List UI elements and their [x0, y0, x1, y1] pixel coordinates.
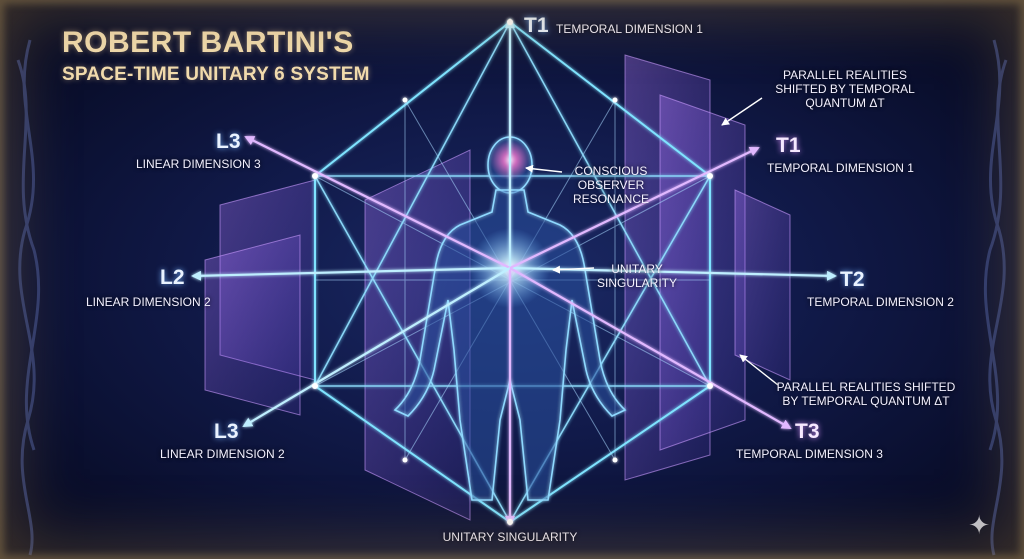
axis-label-t1-right: TEMPORAL DIMENSION 1 — [767, 161, 914, 175]
axis-label-t1-top: TEMPORAL DIMENSION 1 — [556, 22, 703, 36]
axis-symbol-l2: L2 — [160, 266, 185, 289]
right-vine-decoration — [983, 39, 1008, 556]
annotation-parallel-realities-bottom: PARALLEL REALITIES SHIFTED BY TEMPORAL Q… — [776, 380, 956, 408]
annotation-unitary-singularity: UNITARY SINGULARITY — [596, 262, 677, 290]
axis-label-t3: TEMPORAL DIMENSION 3 — [736, 447, 883, 461]
axis-l2 — [191, 266, 511, 281]
axis-symbol-t1-right: T1 — [776, 134, 801, 157]
pointer-parallel-bottom — [739, 354, 779, 386]
annotation-pointers — [525, 97, 779, 386]
axis-l3-lower — [242, 267, 511, 428]
axis-symbol-t1-top: T1 — [524, 14, 549, 37]
axis-symbol-l3-upper: L3 — [216, 130, 241, 153]
left-vine-decoration — [16, 39, 41, 556]
title-line-2: SPACE-TIME UNITARY 6 SYSTEM — [62, 64, 370, 85]
sparkle-icon: ✦ — [968, 510, 990, 540]
axis-l3-upper — [244, 136, 511, 269]
pointer-conscious-observer — [525, 164, 563, 173]
axis-symbol-l3-lower: L3 — [214, 420, 239, 443]
annotation-conscious-observer: CONSCIOUS OBSERVER RESONANCE — [572, 164, 649, 206]
axis-label-l2: LINEAR DIMENSION 2 — [86, 295, 211, 309]
title-line-1: ROBERT BARTINI'S — [62, 26, 354, 59]
axis-label-t2: TEMPORAL DIMENSION 2 — [807, 295, 954, 309]
axis-label-l3-upper: LINEAR DIMENSION 3 — [136, 157, 261, 171]
pointer-parallel-top — [721, 97, 763, 126]
vertex-nodes — [312, 19, 713, 525]
axis-symbol-t3: T3 — [795, 420, 820, 443]
axis-label-l3-lower: LINEAR DIMENSION 2 — [160, 447, 285, 461]
axis-symbol-t2: T2 — [840, 268, 865, 291]
pointer-unitary-singularity — [552, 265, 595, 274]
annotation-unitary-singularity-bottom: UNITARY SINGULARITY — [442, 530, 578, 544]
axis-t3 — [509, 267, 792, 429]
axis-t1-right — [509, 146, 760, 269]
annotation-parallel-realities-top: PARALLEL REALITIES SHIFTED BY TEMPORAL Q… — [775, 68, 915, 110]
